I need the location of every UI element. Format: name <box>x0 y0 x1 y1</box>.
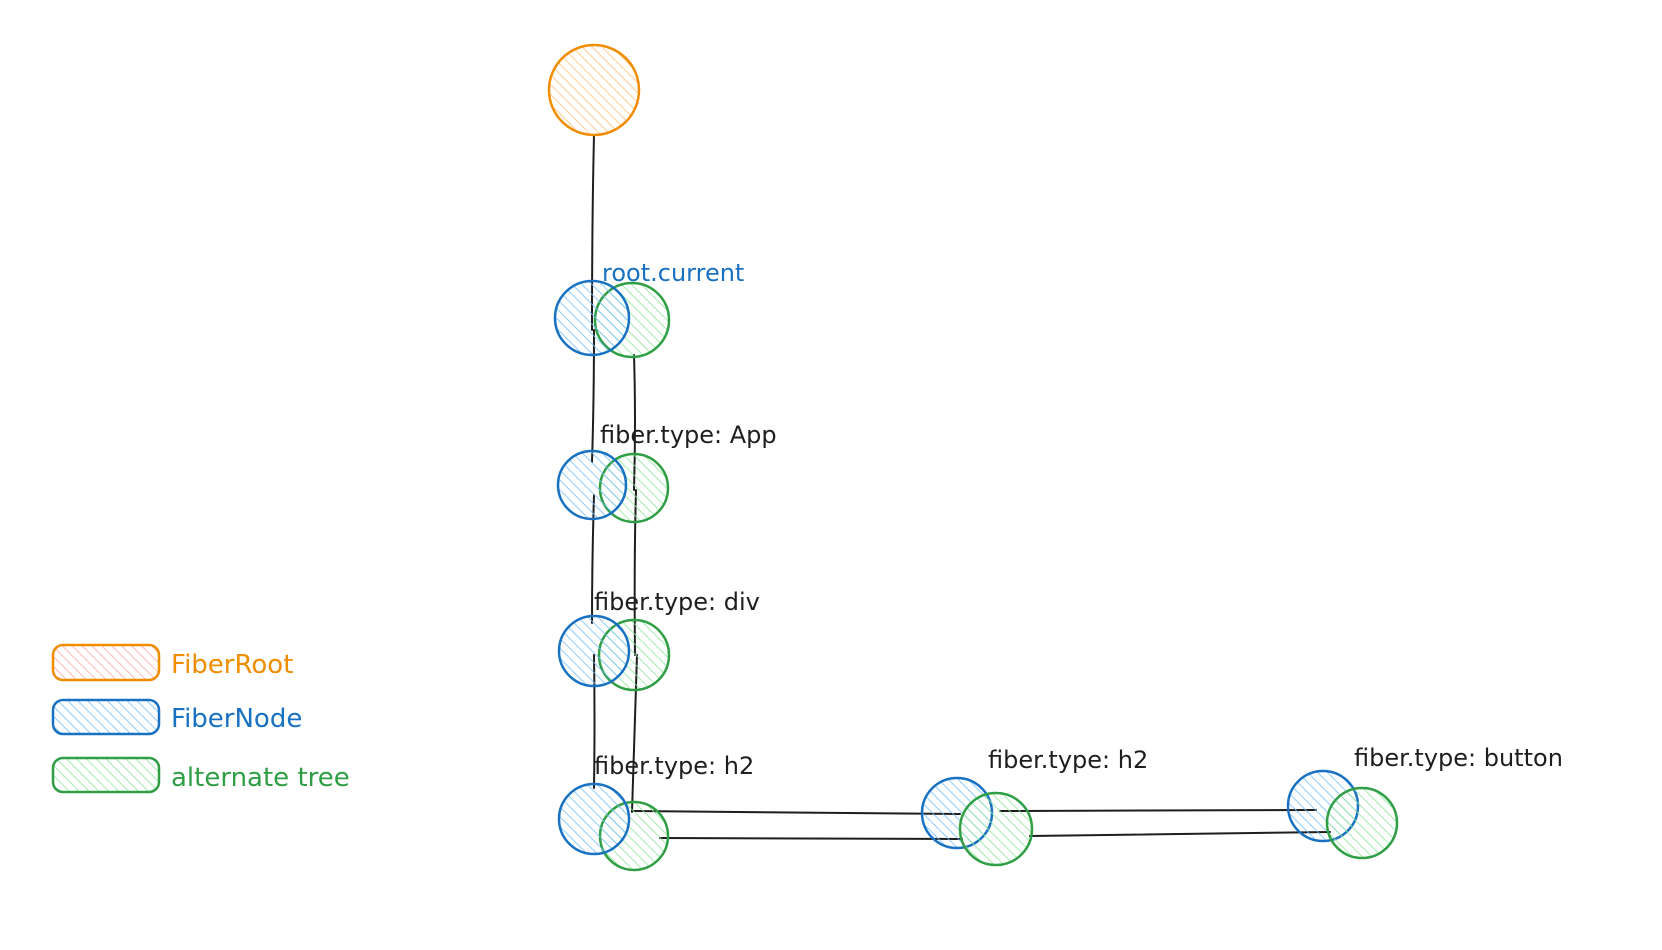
label-fiber-type-h2-second: fiber.type: h2 <box>988 746 1148 774</box>
h2-first-fiber-pair <box>557 782 670 872</box>
legend-label-fiber-node: FiberNode <box>171 704 302 734</box>
div-fiber-pair <box>557 614 671 692</box>
legend-swatch-fiber-root <box>51 643 161 682</box>
h2-second-fiber-pair <box>920 776 1034 867</box>
label-root-current: root.current <box>602 259 744 287</box>
edge-h2-to-button-bottom <box>1029 831 1331 837</box>
app-fiber-pair <box>556 449 670 524</box>
legend-swatch-alternate-tree <box>51 756 161 794</box>
label-fiber-type-app: fiber.type: App <box>600 421 777 449</box>
legend-item-fiber-root: FiberRoot <box>51 643 293 682</box>
legend-swatch-fiber-node <box>51 698 161 736</box>
label-fiber-type-div: fiber.type: div <box>594 588 760 616</box>
button-fiber-pair <box>1286 769 1399 860</box>
edge-h2-to-h2-sibling-bottom <box>659 837 963 840</box>
edge-h2-to-h2-sibling-top <box>631 810 961 815</box>
legend: FiberRoot FiberNode alternate tree <box>51 643 350 794</box>
current-fiber-node <box>553 279 631 357</box>
current-fiber-node <box>557 782 631 856</box>
current-fiber-node <box>557 614 631 688</box>
connector-lines <box>591 134 1331 840</box>
label-fiber-type-button: fiber.type: button <box>1354 744 1563 772</box>
current-root-fiber-pair <box>553 279 671 359</box>
edge-h2-to-button-top <box>999 809 1317 812</box>
label-fiber-type-h2-first: fiber.type: h2 <box>594 752 754 780</box>
legend-label-fiber-root: FiberRoot <box>171 650 293 680</box>
alternate-fiber-node <box>958 791 1034 867</box>
alternate-fiber-node <box>1325 786 1399 860</box>
legend-label-alternate-tree: alternate tree <box>171 763 350 793</box>
legend-item-fiber-node: FiberNode <box>51 698 302 736</box>
legend-item-alternate-tree: alternate tree <box>51 756 350 794</box>
fiber-root-node <box>547 43 641 137</box>
current-fiber-node <box>556 449 628 521</box>
